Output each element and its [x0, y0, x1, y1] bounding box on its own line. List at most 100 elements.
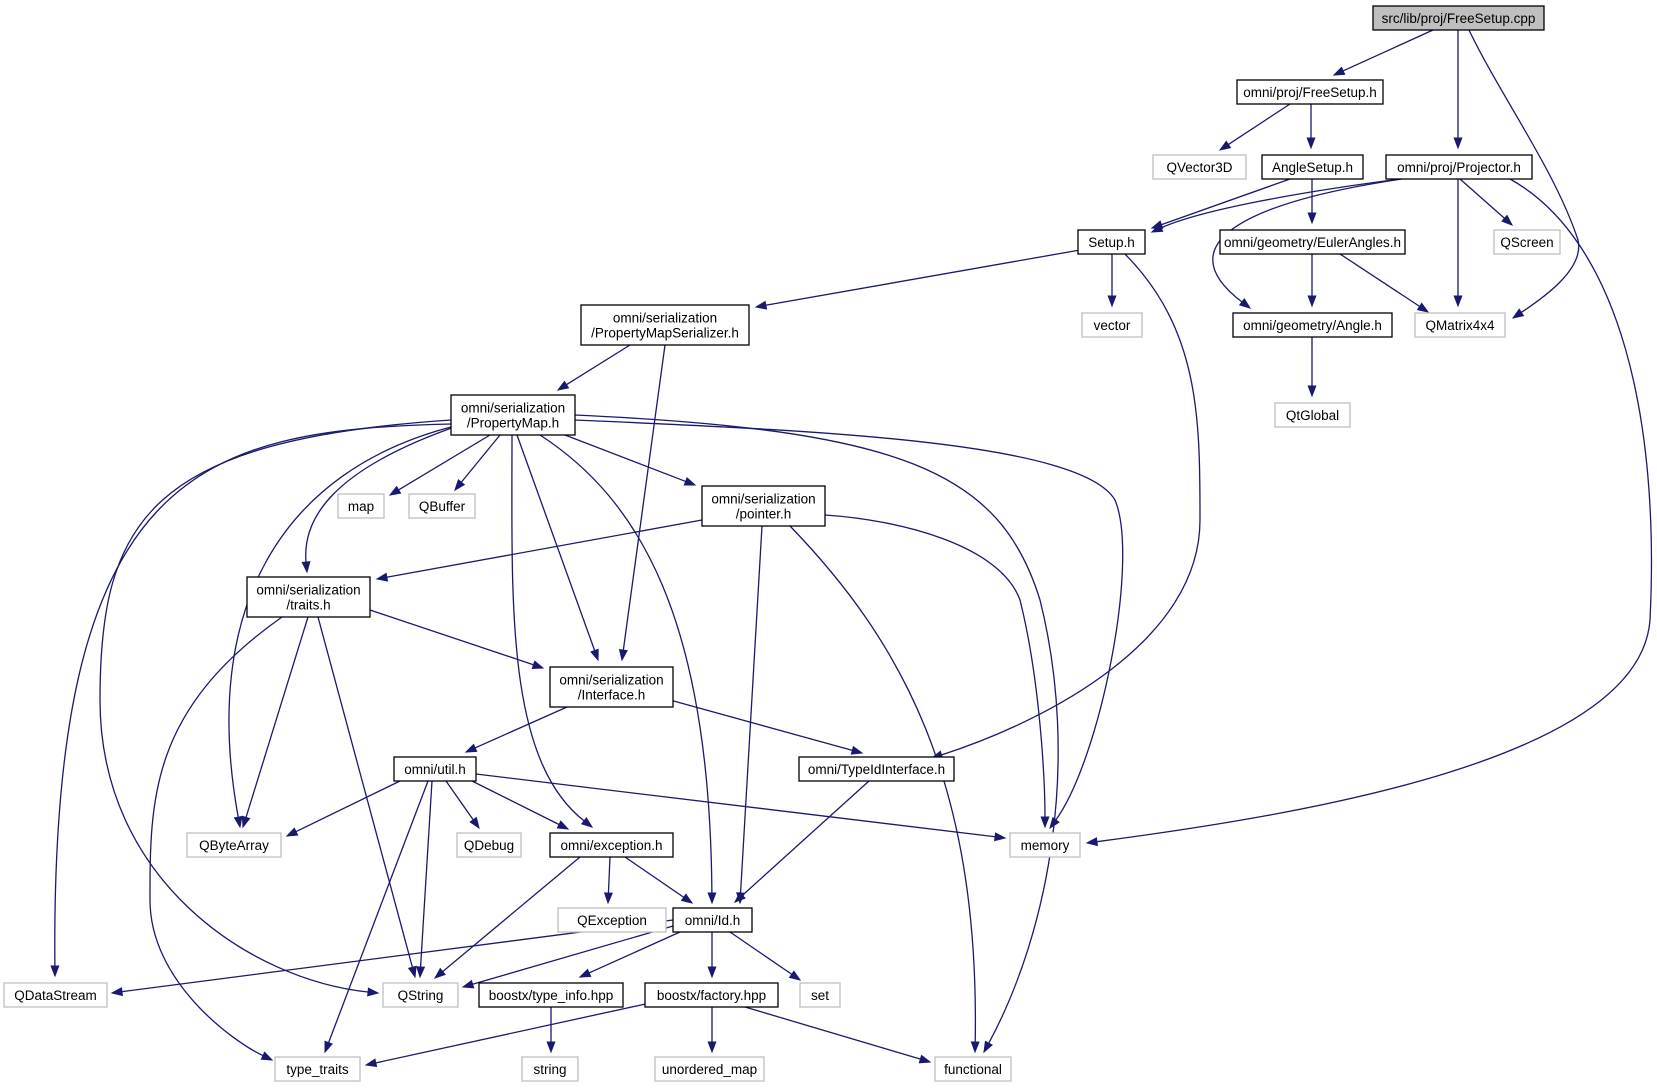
edge-arrowhead — [788, 970, 802, 981]
node-box — [3, 982, 108, 1008]
edge-pmserializer_h-to-propertymap_h — [556, 344, 631, 391]
node-projector-h[interactable]: omni/proj/Projector.h — [1385, 154, 1533, 180]
edge-util_h-to-qstring — [416, 780, 433, 979]
node-label: unordered_map — [662, 1062, 757, 1077]
edge-interface_h-to-typeidinterface_h — [669, 699, 864, 755]
edge-line — [539, 434, 713, 895]
edge-util_h-to-qdebug — [445, 780, 480, 830]
node-box — [1274, 402, 1351, 428]
edge-line — [624, 856, 685, 899]
node-label: omni/serialization — [461, 401, 565, 416]
edge-arrowhead — [580, 817, 594, 828]
edge-line — [294, 780, 401, 833]
edge-arrowhead — [1416, 302, 1430, 313]
node-traits-h[interactable]: omni/serialization/traits.h — [246, 576, 371, 618]
node-box — [644, 982, 779, 1008]
node-label: memory — [1021, 838, 1070, 853]
node-qscreen: QScreen — [1493, 229, 1561, 255]
node-label: functional — [944, 1062, 1002, 1077]
edge-arrowhead — [461, 979, 475, 989]
node-box — [382, 982, 459, 1008]
node-propertymap-h[interactable]: omni/serialization/PropertyMap.h — [450, 394, 576, 436]
edge-line — [574, 419, 1124, 822]
edge-line — [741, 780, 870, 897]
edge-line — [385, 519, 703, 579]
node-box — [1385, 154, 1533, 180]
node-label: QByteArray — [199, 838, 269, 853]
edge-arrowhead — [367, 987, 380, 997]
node-label: omni/proj/Projector.h — [1397, 160, 1521, 175]
edge-arrowhead — [733, 891, 746, 903]
node-box — [1077, 229, 1146, 255]
node-vector: vector — [1081, 312, 1143, 338]
edge-arrowhead — [918, 1054, 932, 1064]
edge-projector_h-to-setup_h — [1150, 178, 1401, 233]
node-label: src/lib/proj/FreeSetup.cpp — [1382, 11, 1536, 26]
node-label: vector — [1094, 318, 1131, 333]
edge-interface_h-to-util_h — [464, 706, 568, 753]
node-interface-h[interactable]: omni/serialization/Interface.h — [549, 666, 674, 708]
node-setup-h[interactable]: Setup.h — [1077, 229, 1146, 255]
edge-id_h-to-typeinfo_hpp — [578, 931, 681, 978]
edge-line — [460, 434, 501, 484]
node-eulerangles-h[interactable]: omni/geometry/EulerAngles.h — [1219, 229, 1406, 255]
edge-util_h-to-type_traits — [324, 780, 429, 1054]
node-unordered-map: unordered_map — [654, 1056, 765, 1082]
edge-arrowhead — [1085, 837, 1099, 847]
edge-line — [441, 856, 581, 973]
edge-line — [374, 1002, 651, 1064]
node-freesetup-cpp[interactable]: src/lib/proj/FreeSetup.cpp — [1372, 5, 1545, 31]
node-qbytearray: QByteArray — [186, 832, 282, 858]
node-label: QBuffer — [419, 499, 466, 514]
edge-line — [1095, 178, 1653, 843]
edge-arrowhead — [603, 892, 613, 905]
edge-line — [744, 1006, 922, 1061]
edge-line — [473, 706, 568, 749]
edge-line — [739, 525, 763, 895]
node-anglesetup-h[interactable]: AngleSetup.h — [1261, 154, 1364, 180]
node-util-h[interactable]: omni/util.h — [393, 756, 477, 782]
edge-arrowhead — [1307, 385, 1317, 398]
node-box — [654, 1056, 765, 1082]
edges-layer — [50, 29, 1653, 1068]
nodes-layer: src/lib/proj/FreeSetup.cpp omni/proj/Free… — [3, 5, 1561, 1082]
edge-line — [54, 423, 452, 968]
edge-line — [1459, 178, 1506, 220]
node-freesetup-h[interactable]: omni/proj/FreeSetup.h — [1236, 79, 1384, 105]
node-label: AngleSetup.h — [1272, 160, 1353, 175]
edge-id_h-to-factory_hpp — [707, 932, 717, 979]
edge-line — [317, 616, 414, 969]
node-angle-h[interactable]: omni/geometry/Angle.h — [1232, 312, 1393, 338]
edge-arrowhead — [707, 966, 717, 979]
edge-arrowhead — [850, 745, 864, 755]
node-pmserializer-h[interactable]: omni/serialization/PropertyMapSerializer… — [580, 304, 750, 346]
edge-pointer_h-to-traits_h — [375, 519, 703, 582]
node-id-h[interactable]: omni/Id.h — [672, 907, 753, 933]
node-factory-hpp[interactable]: boostx/factory.hpp — [644, 982, 779, 1008]
node-label: type_traits — [286, 1062, 349, 1077]
edge-line — [729, 931, 793, 976]
edge-exception_h-to-qexception — [603, 856, 613, 905]
edge-arrowhead — [364, 1058, 378, 1068]
node-label: omni/serialization — [256, 583, 360, 598]
edge-arrowhead — [433, 967, 446, 979]
node-exception-h[interactable]: omni/exception.h — [549, 832, 674, 858]
edge-arrowhead — [324, 1040, 333, 1054]
edge-line — [607, 856, 611, 895]
edge-arrowhead — [241, 815, 251, 829]
edge-line — [622, 344, 666, 652]
edge-arrowhead — [1453, 137, 1463, 150]
edge-arrowhead — [1306, 137, 1316, 150]
node-box — [549, 832, 674, 858]
edge-arrowhead — [464, 743, 478, 753]
edge-propertymap_h-to-qbuffer — [454, 434, 501, 492]
edge-line — [228, 425, 456, 819]
node-typeidinterface-h[interactable]: omni/TypeIdInterface.h — [798, 756, 955, 782]
node-label: omni/serialization — [559, 673, 663, 688]
node-memory: memory — [1009, 832, 1081, 858]
node-typeinfo-hpp[interactable]: boostx/type_info.hpp — [478, 982, 624, 1008]
node-pointer-h[interactable]: omni/serialization/pointer.h — [701, 485, 826, 527]
node-label: omni/geometry/Angle.h — [1243, 318, 1382, 333]
edge-arrowhead — [680, 893, 694, 904]
